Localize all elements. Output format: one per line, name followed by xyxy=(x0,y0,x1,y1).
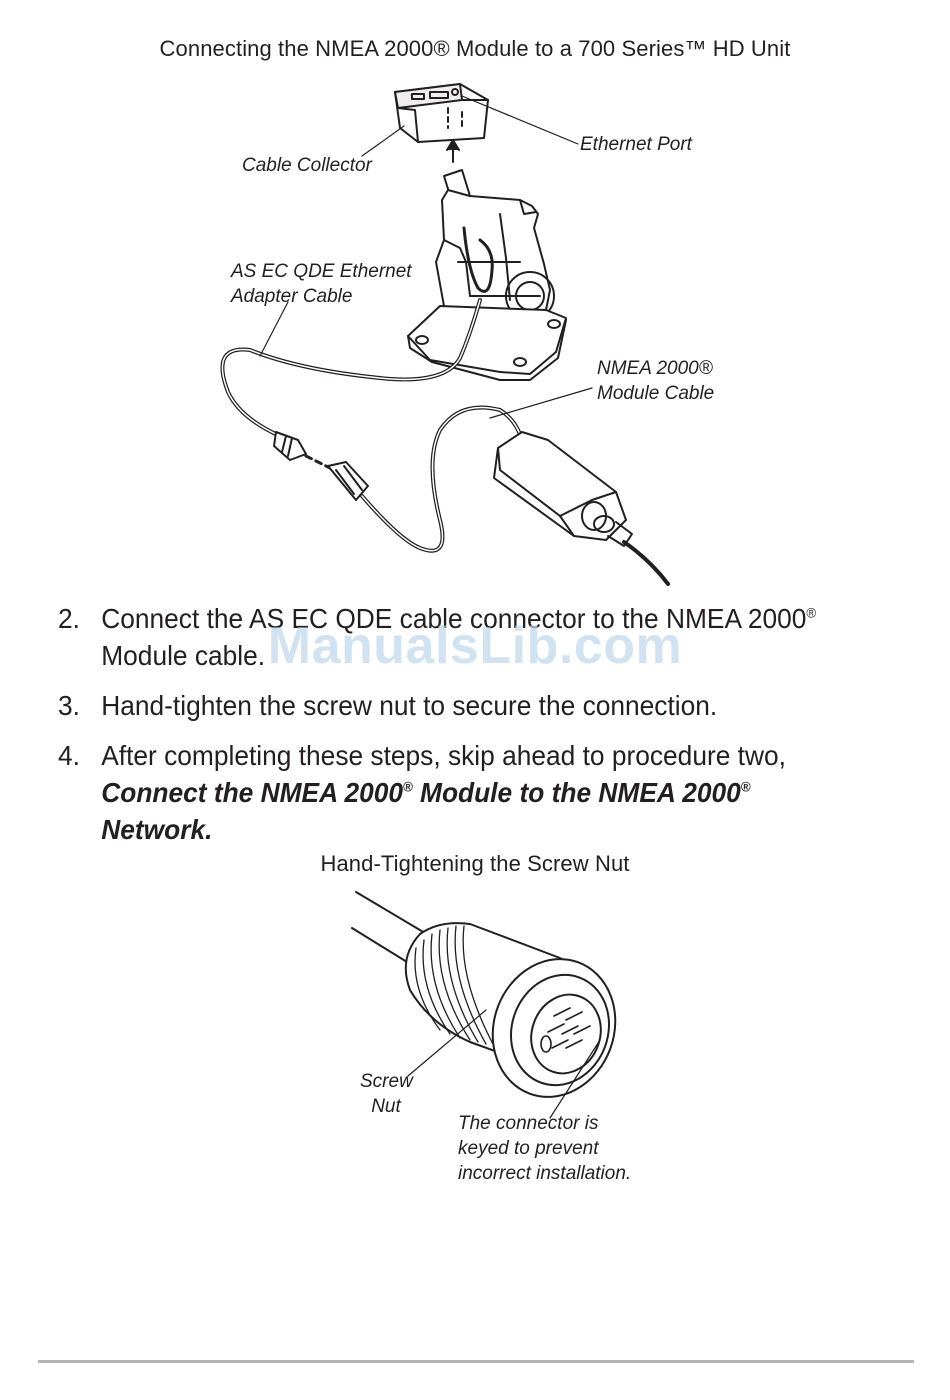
mounting-bracket xyxy=(407,189,567,381)
callout-keyed-connector: The connector is keyed to prevent incorr… xyxy=(458,1113,632,1184)
procedure-reference: Connect the NMEA 2000® Module to the NME… xyxy=(101,777,751,845)
callout-ethernet-port: Ethernet Port xyxy=(580,134,692,155)
step-number: 2. xyxy=(58,603,80,634)
nmea-2000-module xyxy=(493,431,633,547)
callout-adapter-cable: AS EC QDE Ethernet Adapter Cable xyxy=(231,261,412,307)
step-number: 4. xyxy=(58,740,80,771)
adapter-connector xyxy=(273,431,307,461)
step-4: 4. After completing these steps, skip ah… xyxy=(58,737,848,848)
instruction-steps: 2. Connect the AS EC QDE cable connector… xyxy=(58,600,848,861)
callout-cable-collector: Cable Collector xyxy=(242,155,372,176)
step-text: Module cable. xyxy=(101,640,266,671)
figure-1-title: Connecting the NMEA 2000® Module to a 70… xyxy=(159,36,791,61)
footer-divider xyxy=(38,1360,914,1363)
step-number: 3. xyxy=(58,690,80,721)
step-text: Connect the AS EC QDE cable connector to… xyxy=(101,603,807,634)
callout-module-cable: NMEA 2000® Module Cable xyxy=(597,358,715,404)
step-3: 3. Hand-tighten the screw nut to secure … xyxy=(58,687,848,724)
step-2: 2. Connect the AS EC QDE cable connector… xyxy=(58,600,848,674)
cable-collector-block xyxy=(394,83,489,143)
step-text: After completing these steps, skip ahead… xyxy=(101,740,786,771)
step-text: Hand-tighten the screw nut to secure the… xyxy=(101,690,718,721)
module-cable-connector xyxy=(327,461,369,501)
registered-mark: ® xyxy=(806,604,817,621)
mount-and-cable-illustration xyxy=(220,83,670,586)
figure-2-title: Hand-Tightening the Screw Nut xyxy=(320,851,630,876)
callout-screw-nut: Screw Nut xyxy=(360,1071,413,1117)
